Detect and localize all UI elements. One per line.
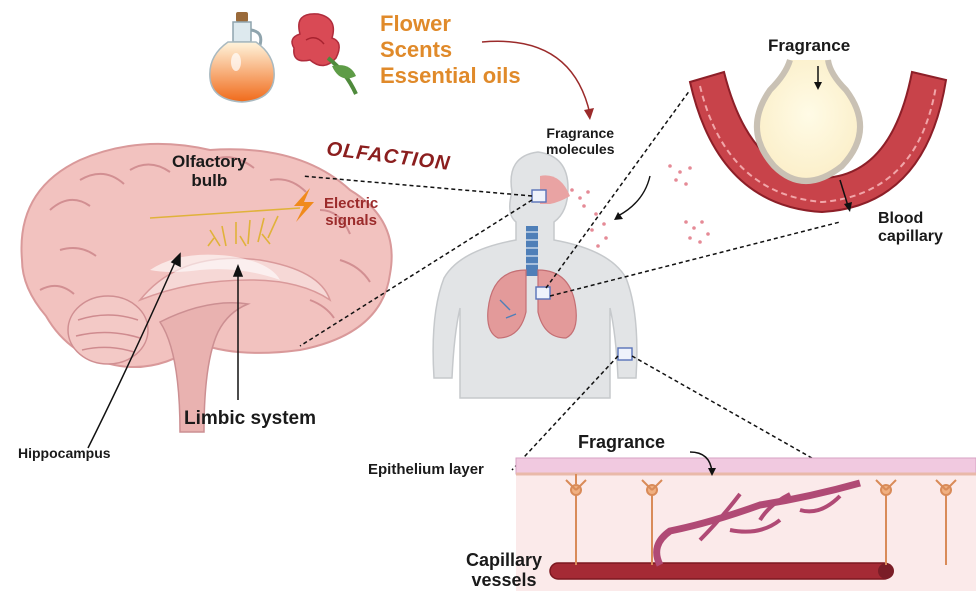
flower-icon xyxy=(292,14,356,94)
olfactory-bulb-line1: Olfactory xyxy=(172,152,247,171)
olfactory-bulb-line2: bulb xyxy=(172,171,247,190)
electric-signals-line2: signals xyxy=(324,213,378,230)
limbic-system-label: Limbic system xyxy=(184,408,316,429)
capillary-vessels-line1: Capillary xyxy=(466,550,542,570)
source-label-essential-oils: Essential oils xyxy=(380,64,521,89)
skin-cross-section xyxy=(516,452,976,591)
zoom-box-skin xyxy=(618,348,632,360)
electric-signals-line1: Electric xyxy=(324,196,378,213)
capillary-vessels-line2: vessels xyxy=(466,570,542,590)
fragrance-molecules-line1: Fragrance xyxy=(546,126,614,142)
essential-oil-bottle-icon xyxy=(210,12,274,102)
fragrance-molecules-line2: molecules xyxy=(546,142,614,158)
blood-capillary-line1: Blood xyxy=(878,210,943,228)
human-body-illustration xyxy=(433,152,637,398)
molecule-entry-arrow xyxy=(618,176,650,216)
zoom-box-nose xyxy=(532,190,546,202)
fragrance-molecule-dots xyxy=(570,164,710,248)
fragrance-label-bottom: Fragrance xyxy=(578,432,665,452)
source-label-scents: Scents xyxy=(380,38,452,63)
zoom-box-lung xyxy=(536,287,550,299)
blood-capillary-line2: capillary xyxy=(878,228,943,246)
alveolus-capillary-illustration xyxy=(690,60,946,212)
olfactory-bulb-label: Olfactory bulb xyxy=(172,152,247,190)
hippocampus-label: Hippocampus xyxy=(18,446,111,462)
epithelium-layer-label: Epithelium layer xyxy=(368,462,484,479)
electric-signals-label: Electric signals xyxy=(324,196,378,230)
fragrance-label-top: Fragrance xyxy=(768,36,850,55)
capillary-vessels-label: Capillary vessels xyxy=(466,550,542,590)
blood-capillary-label: Blood capillary xyxy=(878,210,943,246)
source-label-flower: Flower xyxy=(380,12,451,37)
fragrance-molecules-label: Fragrance molecules xyxy=(546,126,614,157)
